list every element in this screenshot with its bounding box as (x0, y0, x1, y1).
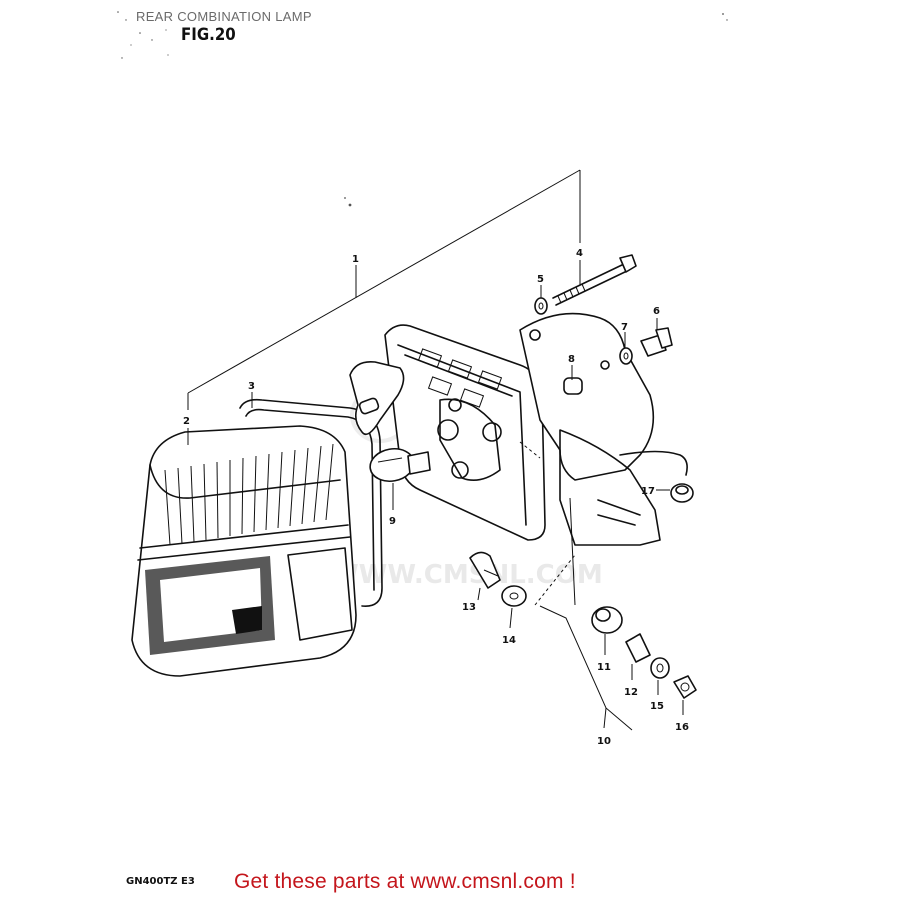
washer-15 (650, 657, 670, 679)
callout-2: 2 (183, 416, 190, 427)
callout-5: 5 (537, 274, 544, 285)
callout-3: 3 (248, 381, 255, 392)
washer-14 (501, 585, 527, 607)
callout-13: 13 (462, 602, 476, 613)
callout-17: 17 (641, 486, 655, 497)
callout-14: 14 (502, 635, 516, 646)
lamp-lens (131, 425, 357, 677)
grommet-17 (670, 483, 694, 503)
callout-9: 9 (389, 516, 396, 527)
callout-4: 4 (576, 248, 583, 259)
bulb (369, 447, 431, 483)
callout-6: 6 (653, 306, 660, 317)
section-title: REAR COMBINATION LAMP (136, 9, 312, 24)
callout-labels: 1 2 3 4 5 6 7 8 9 10 11 12 13 14 15 16 1… (183, 248, 689, 747)
lamp-housing (384, 324, 546, 541)
bolt-6 (640, 327, 673, 357)
washer-7 (619, 347, 633, 365)
figure-label: FIG.20 (181, 24, 236, 45)
bolt-4 (552, 254, 637, 306)
callout-7: 7 (621, 322, 628, 333)
callout-11: 11 (597, 662, 611, 673)
screw-13 (469, 551, 501, 589)
model-code: GN400TZ E3 (126, 876, 195, 887)
leader-lines (187, 169, 684, 731)
callout-8: 8 (568, 354, 575, 365)
promo-link-text: Get these parts at www.cmsnl.com ! (234, 870, 576, 893)
callout-16: 16 (675, 722, 689, 733)
spacer-11 (591, 606, 623, 634)
watermark-text: WWW.CMSNL.COM (330, 560, 603, 590)
scan-noise (117, 11, 728, 207)
callout-12: 12 (624, 687, 638, 698)
washer-5 (534, 297, 548, 315)
callout-15: 15 (650, 701, 664, 712)
socket-cover (349, 360, 405, 436)
nut-16 (673, 675, 697, 699)
callout-10: 10 (597, 736, 611, 747)
collar-12 (625, 633, 651, 663)
callout-1: 1 (352, 254, 359, 265)
watermark: WWW.CMSNL.COM (330, 387, 603, 590)
